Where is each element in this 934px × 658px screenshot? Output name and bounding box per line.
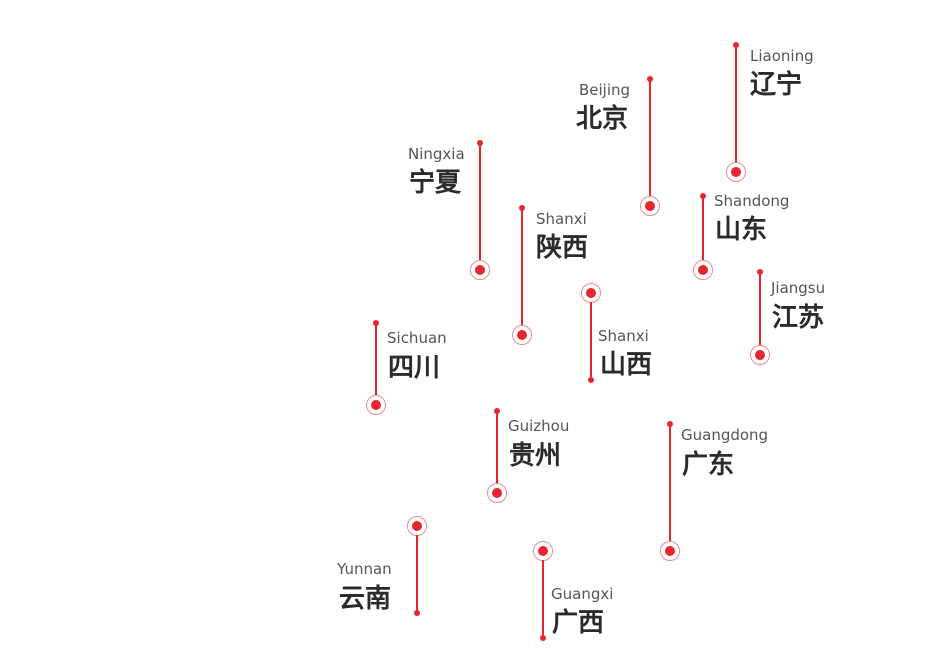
pin-tip [414, 610, 420, 616]
location-marker-icon[interactable] [726, 162, 746, 182]
pin-line [759, 272, 761, 350]
pin-line [649, 79, 651, 201]
pin-line [496, 411, 498, 488]
province-label-zh: 广西 [552, 608, 605, 638]
pin-line [702, 196, 704, 265]
pin-line [416, 535, 418, 611]
pin-line [542, 560, 544, 636]
province-label-zh: 宁夏 [409, 168, 462, 198]
location-marker-icon[interactable] [533, 541, 553, 561]
pin-line [735, 45, 737, 167]
province-label-en: Guizhou [508, 417, 570, 435]
province-label-en: Sichuan [387, 329, 447, 347]
province-label-en: Beijing [579, 81, 631, 99]
location-marker-icon[interactable] [581, 283, 601, 303]
location-marker-icon[interactable] [750, 345, 770, 365]
province-label-en: Shanxi [598, 327, 649, 345]
pin-tip [540, 635, 546, 641]
province-label-en: Guangxi [551, 585, 614, 603]
province-label-en: Yunnan [337, 560, 392, 578]
location-marker-icon[interactable] [487, 483, 507, 503]
location-marker-icon[interactable] [407, 516, 427, 536]
province-label-zh: 广东 [682, 450, 735, 480]
province-label-zh: 北京 [576, 104, 629, 134]
location-marker-icon[interactable] [693, 260, 713, 280]
province-label-en: Guangdong [681, 426, 769, 444]
location-marker-icon[interactable] [660, 541, 680, 561]
pin-line [590, 302, 592, 380]
province-label-zh: 山西 [600, 350, 653, 380]
province-label-en: Shanxi [536, 210, 587, 228]
province-label-en: Jiangsu [771, 279, 826, 297]
location-marker-icon[interactable] [366, 395, 386, 415]
location-marker-icon[interactable] [470, 260, 490, 280]
pin-line [375, 323, 377, 400]
province-label-zh: 江苏 [772, 303, 825, 333]
location-marker-icon[interactable] [512, 325, 532, 345]
province-label-zh: 四川 [388, 353, 441, 383]
province-label-zh: 贵州 [509, 441, 562, 471]
province-label-en: Liaoning [750, 47, 814, 65]
pin-tip [588, 377, 594, 383]
province-label-en: Shandong [714, 192, 790, 210]
province-label-zh: 辽宁 [750, 70, 803, 100]
pin-line [669, 424, 671, 545]
pin-line [521, 208, 523, 330]
province-label-zh: 云南 [339, 584, 392, 614]
province-label-en: Ningxia [408, 145, 465, 163]
location-marker-icon[interactable] [640, 196, 660, 216]
province-label-zh: 陕西 [536, 233, 589, 263]
pin-line [479, 143, 481, 265]
province-label-zh: 山东 [715, 215, 768, 245]
